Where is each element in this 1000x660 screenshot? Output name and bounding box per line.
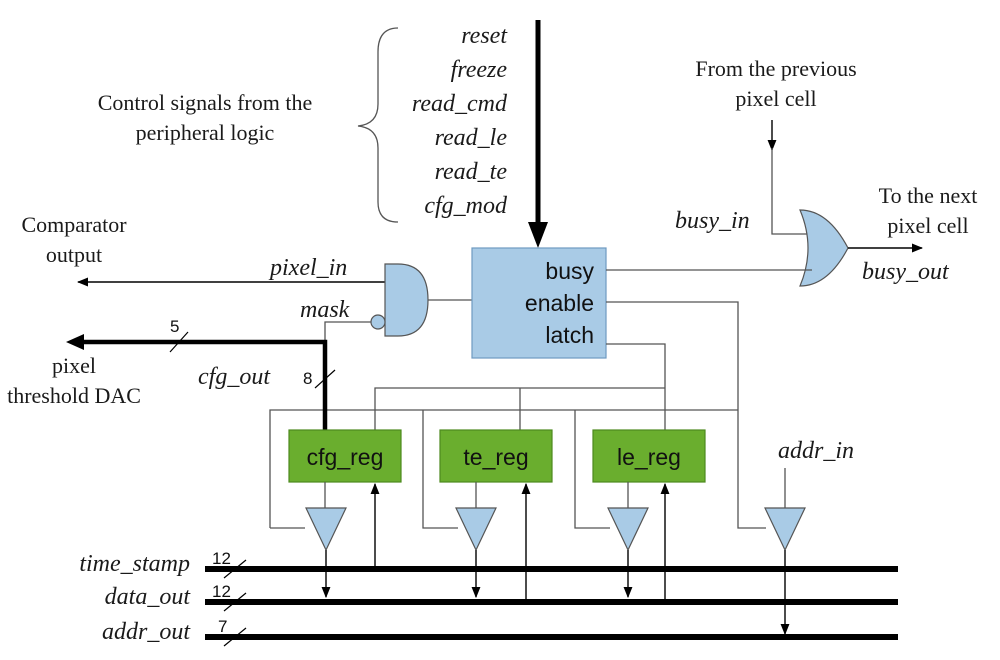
mask-inversion-bubble (370, 314, 386, 330)
busy-in-wire (771, 148, 812, 235)
time-stamp-width: 12 (212, 549, 231, 568)
mask-label: mask (300, 297, 350, 323)
next-cell-line-1: To the next (879, 183, 978, 208)
prev-cell-line-1: From the previous (695, 56, 856, 81)
control-bus-arrowhead (528, 222, 548, 248)
latch-line-enable: enable (525, 290, 594, 316)
and-gate (384, 263, 429, 337)
enable-distribution-wire (269, 409, 738, 528)
te-reg-label: te_reg (463, 444, 528, 470)
time-stamp-label: time_stamp (79, 551, 190, 577)
mask-wire (324, 321, 371, 430)
next-cell-line-2: pixel cell (887, 213, 968, 238)
cfg-out-label: cfg_out (198, 364, 271, 390)
enable-wire (606, 301, 766, 529)
addr-out-slash (223, 627, 247, 647)
cfg-bus-width: 8 (303, 369, 312, 388)
data-out-label: data_out (105, 584, 192, 610)
latch-to-le-reg-wire (606, 343, 666, 430)
busy-in-label: busy_in (675, 208, 750, 234)
prev-cell-line-2: pixel cell (735, 86, 816, 111)
le-reg-label: le_reg (617, 444, 681, 470)
addr-buffer (764, 507, 806, 552)
signal-read-te: read_te (435, 159, 508, 185)
dac-line-2: threshold DAC (7, 383, 141, 408)
signal-read-cmd: read_cmd (412, 91, 508, 117)
dac-arrowhead (66, 334, 84, 350)
enable-to-te-buffer-wire (422, 410, 458, 529)
te-buffer (455, 507, 497, 552)
cfg-reg-block (288, 429, 402, 483)
addr-out-width: 7 (218, 617, 227, 636)
enable-to-le-buffer-wire (574, 410, 610, 529)
signal-read-le: read_le (435, 125, 508, 151)
te-reg-block (439, 429, 553, 483)
time-stamp-slash (223, 559, 247, 579)
signal-cfg-mod: cfg_mod (424, 193, 508, 219)
cfg-out-bus (82, 339, 328, 430)
latch-bus-top-wire (374, 387, 665, 430)
le-buffer (607, 507, 649, 552)
busy-enable-latch-block (471, 247, 607, 359)
addr-in-label: addr_in (778, 438, 854, 464)
signal-reset: reset (461, 23, 508, 49)
latch-line-busy: busy (545, 258, 594, 284)
cfg-buffer (305, 507, 347, 552)
comparator-line-1: Comparator (21, 212, 127, 237)
control-brace (357, 27, 399, 223)
data-out-slash (223, 592, 247, 612)
comparator-line-2: output (46, 242, 102, 267)
or-gate (799, 209, 849, 287)
cfg-bus-slash (314, 369, 336, 389)
dac-bus-slash (169, 331, 189, 353)
latch-line-latch: latch (545, 322, 594, 348)
data-out-width: 12 (212, 582, 231, 601)
busy-out-label: busy_out (862, 259, 950, 285)
dac-bus-width: 5 (170, 317, 179, 336)
pixel-in-label: pixel_in (268, 255, 347, 281)
control-text-line-2: peripheral logic (136, 120, 275, 145)
control-text-line-1: Control signals from the (98, 90, 312, 115)
addr-out-label: addr_out (102, 619, 191, 645)
le-reg-block (592, 429, 706, 483)
cfg-reg-label: cfg_reg (307, 444, 384, 470)
signal-freeze: freeze (451, 57, 508, 83)
dac-line-1: pixel (52, 353, 96, 378)
